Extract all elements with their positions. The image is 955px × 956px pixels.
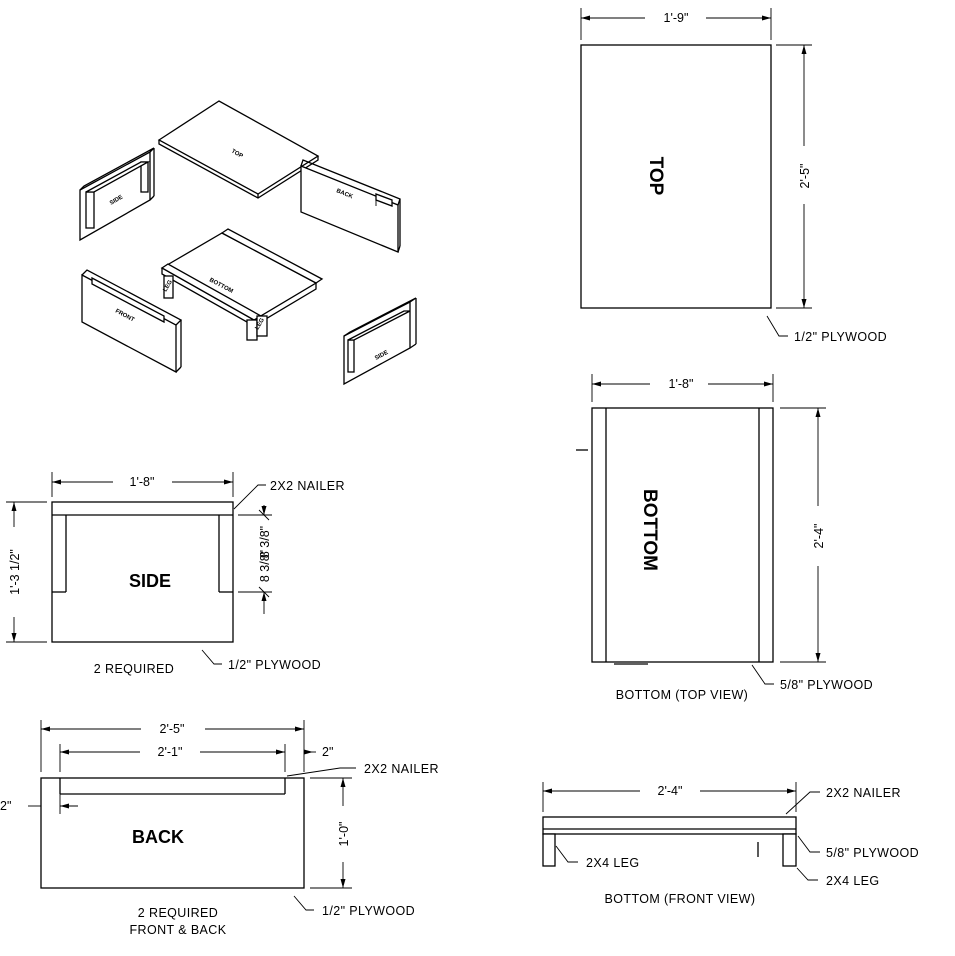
- bottom-label: BOTTOM: [639, 489, 660, 571]
- back-overall-dim: 2'-5": [160, 722, 185, 736]
- side-width-dim: 1'-8": [130, 475, 155, 489]
- side-lower-nailer-dim: 8 3/8": [258, 550, 272, 582]
- iso-back-panel: BACK: [300, 159, 401, 253]
- iso-leg-left-label: LEG: [163, 279, 175, 293]
- back-height-dim: 1'-0": [337, 822, 351, 847]
- bottom-front-view-caption: BOTTOM (FRONT VIEW): [605, 892, 756, 906]
- top-label: TOP: [645, 157, 666, 196]
- top-material-note: 1/2" PLYWOOD: [794, 330, 887, 344]
- side-view: SIDE 1'-8" 1'-3 1/2" 8 3/8" 8 3/8" 2X2 N…: [6, 472, 345, 676]
- side-label: SIDE: [129, 571, 171, 591]
- bottom-front-leg-left: [542, 833, 556, 867]
- bottom-front-leg-left-note: 2X4 LEG: [586, 856, 640, 870]
- bottom-panel: [591, 407, 774, 663]
- iso-side-left-panel: SIDE: [79, 147, 155, 242]
- bottom-front-leg-right: [782, 833, 797, 867]
- side-height-dim: 1'-3 1/2": [8, 549, 22, 595]
- iso-leg-right-label: LEG: [255, 317, 267, 331]
- bottom-front-material-note: 5/8" PLYWOOD: [826, 846, 919, 860]
- side-nailer-note: 2X2 NAILER: [270, 479, 345, 493]
- bottom-front-view: 2'-4" 2X2 NAILER 5/8" PLYWOOD 2X4 LEG 2X…: [542, 782, 919, 906]
- side-upper-nailer-dim: 8 3/8": [258, 526, 272, 558]
- iso-front-panel: FRONT: [81, 269, 183, 374]
- iso-top-panel: TOP: [157, 100, 320, 199]
- iso-bottom-assembly: BOTTOM LEG LEG: [160, 228, 324, 341]
- bottom-top-view-caption: BOTTOM (TOP VIEW): [616, 688, 749, 702]
- bottom-front-nailer-note: 2X2 NAILER: [826, 786, 901, 800]
- back-panel: [40, 777, 305, 889]
- side-quantity-note: 2 REQUIRED: [94, 662, 174, 676]
- bottom-front-leg-right-note: 2X4 LEG: [826, 874, 880, 888]
- iso-top-label: TOP: [230, 149, 244, 160]
- side-panel: [51, 501, 234, 643]
- back-left-offset-dim: 2": [0, 799, 11, 813]
- isometric-exploded-view: TOP BACK SIDE: [79, 100, 417, 386]
- back-right-offset-dim: 2": [322, 745, 333, 759]
- bottom-top-view: BOTTOM 1'-8" 2'-4" 5/8" PLYWOOD BOTTOM (…: [576, 374, 873, 702]
- back-quantity-note: 2 REQUIRED: [138, 906, 218, 920]
- back-applies-to-note: FRONT & BACK: [130, 923, 227, 937]
- bottom-width-dim: 1'-8": [669, 377, 694, 391]
- top-height-dim: 2'-5": [798, 164, 812, 189]
- top-panel: [580, 44, 772, 309]
- back-nailer-note: 2X2 NAILER: [364, 762, 439, 776]
- iso-side-right-panel: SIDE: [343, 297, 417, 386]
- back-view: BACK 2'-5" 2'-1" 2" 2" 1': [0, 720, 439, 937]
- back-material-note: 1/2" PLYWOOD: [322, 904, 415, 918]
- back-label: BACK: [132, 827, 184, 847]
- top-view: TOP 1'-9" 2'-5" 1/2" PLYWOOD: [580, 8, 887, 344]
- top-width-dim: 1'-9": [664, 11, 689, 25]
- iso-side-right-label: SIDE: [374, 350, 389, 362]
- bottom-front-board: [542, 816, 797, 835]
- bottom-material-note: 5/8" PLYWOOD: [780, 678, 873, 692]
- bottom-front-length-dim: 2'-4": [658, 784, 683, 798]
- back-inner-dim: 2'-1": [158, 745, 183, 759]
- side-material-note: 1/2" PLYWOOD: [228, 658, 321, 672]
- bottom-height-dim: 2'-4": [812, 524, 826, 549]
